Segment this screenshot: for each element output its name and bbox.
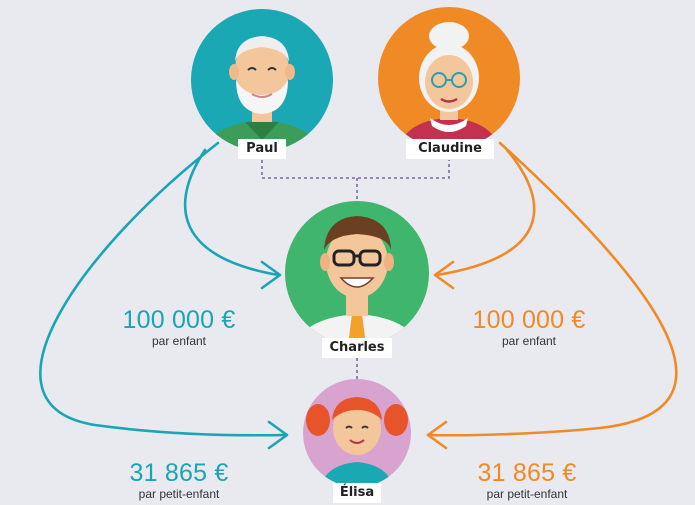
- elisa-name-label: Élisa: [333, 483, 381, 503]
- elisa-portrait: [303, 379, 411, 487]
- claudine-portrait: [378, 7, 520, 149]
- paul-child-gift-amount: 100 000 €: [122, 306, 236, 334]
- paul-name-label: Paul: [238, 139, 286, 159]
- claudine-name-label: Claudine: [406, 139, 494, 159]
- claudine-child-gift: 100 000 € par enfant: [454, 306, 604, 348]
- charles-portrait: [285, 201, 429, 345]
- paul-child-gift-label: par enfant: [151, 334, 207, 348]
- claudine-child-gift-label: par enfant: [501, 334, 557, 348]
- claudine-gift-arrows: [426, 141, 678, 450]
- paul-grandchild-gift: 31 865 € par petit-enfant: [104, 459, 254, 501]
- claudine-child-gift-amount: 100 000 €: [472, 306, 586, 334]
- claudine-grandchild-gift-amount: 31 865 €: [477, 459, 577, 487]
- paul-portrait: [191, 9, 333, 151]
- paul-grandchild-gift-amount: 31 865 €: [129, 459, 229, 487]
- charles-name-label: Charles: [322, 338, 392, 358]
- paul-child-gift: 100 000 € par enfant: [104, 306, 254, 348]
- paul-grandchild-gift-label: par petit-enfant: [138, 487, 220, 501]
- paul-gift-arrows: [39, 141, 289, 450]
- family-links: [261, 160, 450, 380]
- claudine-grandchild-gift: 31 865 € par petit-enfant: [452, 459, 602, 501]
- claudine-grandchild-gift-label: par petit-enfant: [486, 487, 568, 501]
